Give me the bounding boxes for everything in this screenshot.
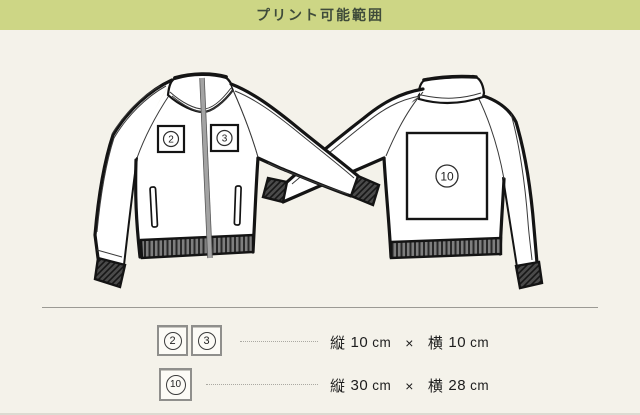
times-sign: ×	[405, 377, 414, 394]
front-jacket: 2 3	[93, 72, 260, 289]
front-left-pocket	[149, 186, 159, 228]
legend-key-2-number: 2	[163, 331, 182, 350]
height-unit: cm	[372, 335, 392, 350]
area-10-number: 10	[440, 170, 454, 184]
height-unit: cm	[372, 378, 392, 393]
legend-leader-1	[240, 341, 318, 342]
width-value: 28	[448, 377, 467, 394]
legend-key-3-number: 3	[197, 331, 216, 350]
front-right-pocket	[233, 185, 242, 226]
width-label: 横	[427, 335, 444, 352]
front-left-cuff	[93, 256, 127, 289]
legend-dims-1: 縦 10 cm × 横 10 cm	[330, 332, 489, 353]
area-3-badge	[216, 129, 233, 147]
page-title-bar: プリント可能範囲	[0, 0, 640, 30]
print-area-10: 10	[405, 131, 489, 221]
jacket-illustration: 10	[0, 30, 640, 307]
front-right-sleeve	[229, 82, 381, 207]
legend-dims-2: 縦 30 cm × 横 28 cm	[330, 375, 489, 396]
legend-leader-2	[206, 384, 318, 385]
back-collar	[417, 74, 486, 105]
legend-separator	[42, 307, 598, 308]
width-unit: cm	[470, 378, 490, 393]
legend-key-2: 2	[157, 325, 188, 356]
width-label: 横	[427, 378, 444, 395]
area-10-badge	[435, 164, 459, 188]
area-2-number: 2	[168, 135, 174, 146]
front-right-cuff	[349, 174, 381, 207]
height-value: 10	[350, 334, 369, 351]
back-hem-rib	[389, 236, 503, 260]
jacket-svg: 10	[93, 72, 544, 290]
area-2-badge	[162, 130, 180, 148]
page-title: プリント可能範囲	[256, 7, 384, 23]
height-label: 縦	[330, 335, 346, 352]
back-left-cuff	[261, 176, 289, 204]
legend-key-10: 10	[159, 368, 192, 401]
print-size-legend: 2 3 縦 10 cm × 横 10 cm 10 縦 30 cm × 横 28 …	[0, 307, 640, 413]
print-area-3: 3	[209, 123, 240, 153]
times-sign: ×	[405, 334, 414, 351]
width-value: 10	[448, 334, 467, 351]
legend-key-3: 3	[191, 325, 222, 356]
print-area-2: 2	[156, 124, 186, 154]
area-3-number: 3	[222, 134, 228, 145]
front-zipper	[199, 77, 213, 259]
width-unit: cm	[470, 335, 490, 350]
back-right-cuff	[514, 260, 544, 290]
height-label: 縦	[330, 378, 346, 395]
front-hem-rib	[139, 233, 255, 260]
height-value: 30	[350, 377, 369, 394]
legend-key-10-number: 10	[165, 374, 186, 395]
back-jacket: 10	[382, 74, 544, 290]
